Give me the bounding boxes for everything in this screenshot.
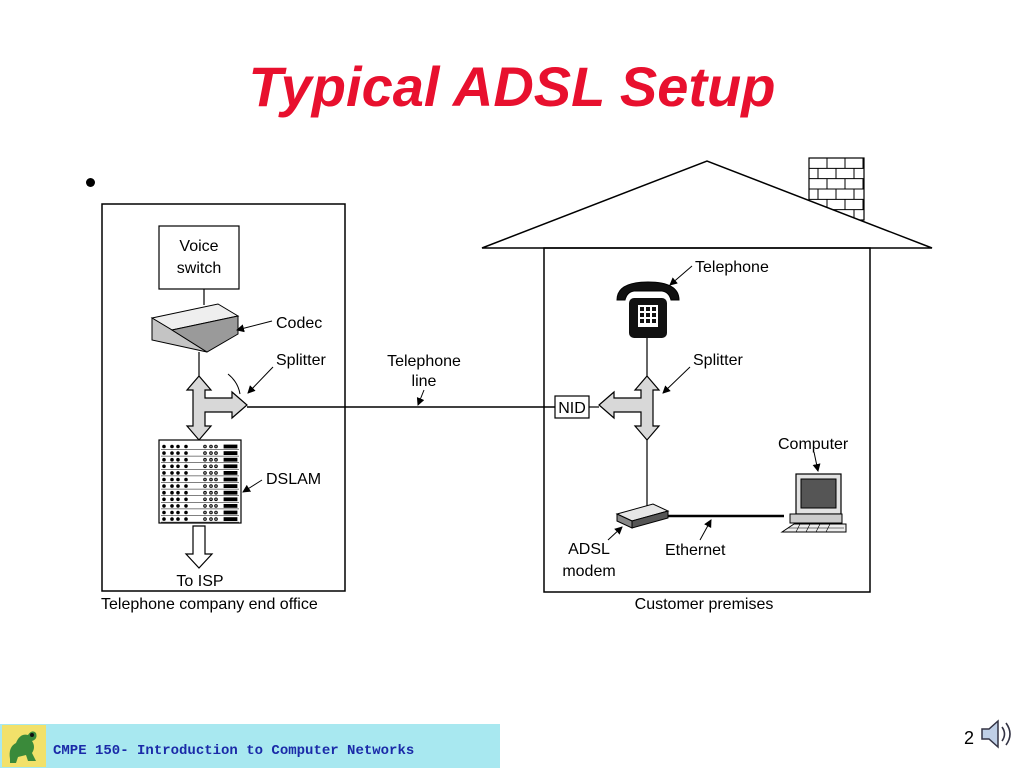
to-isp-label: To ISP xyxy=(176,573,223,590)
to-isp-arrow-icon xyxy=(184,525,214,569)
customer-premises-label: Customer premises xyxy=(635,596,774,613)
telephone-line-label-1: Telephone xyxy=(387,353,461,370)
page-number: 2 xyxy=(964,728,975,748)
end-office-label: Telephone company end office xyxy=(101,596,318,613)
adsl-modem-label-2: modem xyxy=(562,563,615,580)
voice-switch-label-1: Voice xyxy=(179,238,218,255)
voice-switch-label-2: switch xyxy=(177,260,221,277)
nid-label: NID xyxy=(558,400,586,417)
dslam-icon xyxy=(158,439,242,524)
codec-label: Codec xyxy=(276,315,322,332)
camel-logo-icon xyxy=(2,725,46,767)
speaker-icon[interactable] xyxy=(976,714,1016,754)
codec-icon xyxy=(150,303,240,353)
end-office-box xyxy=(101,203,346,592)
bullet-point xyxy=(86,178,95,187)
office-splitter-icon xyxy=(185,375,248,441)
course-footer-text: CMPE 150- Introduction to Computer Netwo… xyxy=(53,743,415,759)
voice-switch-box xyxy=(158,225,240,290)
home-splitter-label: Splitter xyxy=(693,352,743,369)
telephone-line-label-2: line xyxy=(412,373,437,390)
dslam-label: DSLAM xyxy=(266,471,321,488)
footer-bar xyxy=(0,724,500,768)
telephone-icon xyxy=(616,281,680,338)
telephone-label: Telephone xyxy=(695,259,769,276)
house-icon xyxy=(481,157,933,593)
office-splitter-label: Splitter xyxy=(276,352,326,369)
computer-icon xyxy=(780,473,847,533)
slide-title: Typical ADSL Setup xyxy=(248,55,776,118)
home-splitter-icon xyxy=(598,375,661,441)
ethernet-label: Ethernet xyxy=(665,542,726,559)
computer-label: Computer xyxy=(778,436,849,453)
adsl-modem-label-1: ADSL xyxy=(568,541,610,558)
adsl-modem-icon xyxy=(615,503,670,529)
